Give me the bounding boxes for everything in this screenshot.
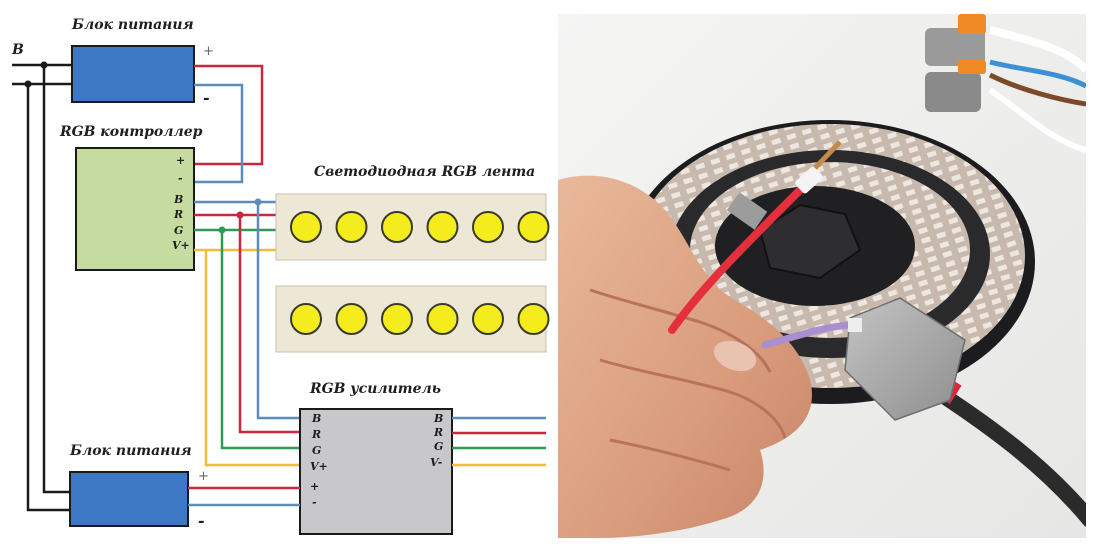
psu-bottom-plus: + [198, 469, 209, 484]
controller-pin-r: R [173, 208, 183, 221]
led-1-5 [472, 211, 504, 243]
wiring-diagram: B Блок питания + - RGB контроллер + - B … [11, 17, 550, 535]
amplifier-input-wires [204, 202, 300, 467]
psu-top-label: Блок питания [71, 17, 194, 33]
controller-pin-b: B [173, 193, 183, 206]
amplifier-out-pin-vminus: V- [430, 456, 443, 469]
red-wire [668, 186, 804, 334]
junction-dot [254, 198, 262, 206]
amplifier-out-pin-b: B [433, 412, 443, 425]
wire-psu-top-plus [194, 64, 264, 166]
amplifier-out-pin-g: G [434, 440, 443, 453]
junction-dot [40, 61, 48, 69]
led-2-5 [472, 303, 504, 335]
psu-bottom-minus: - [198, 511, 205, 530]
junction-dot [236, 211, 244, 219]
led-1-6 [517, 211, 550, 243]
led-1-4 [426, 211, 459, 243]
psu-top-plus: + [203, 44, 214, 59]
controller-label: RGB контроллер [59, 124, 203, 140]
amplifier-in-pin-vplus: V+ [310, 460, 328, 473]
input-label: B [11, 42, 24, 58]
led-2-2 [335, 303, 368, 335]
amplifier-out-pin-r: R [433, 426, 443, 439]
led-2-4 [426, 303, 459, 335]
junction-dot [218, 226, 226, 234]
amplifier-pin-plus: + [310, 480, 319, 493]
wire-psu-top-minus [194, 83, 244, 184]
ferrule-icon [795, 166, 823, 194]
psu-top-box [71, 45, 195, 103]
led-2-3 [381, 303, 413, 335]
amplifier-pin-minus: - [312, 496, 317, 509]
controller-output-wires [194, 200, 276, 252]
psu-bottom-box [69, 471, 189, 527]
black-cable [927, 382, 1086, 527]
controller-pin-vplus: V+ [172, 239, 190, 252]
amplifier-output-wires [452, 416, 546, 467]
led-1-3 [381, 211, 413, 243]
grey-connector-icon [844, 297, 966, 421]
amplifier-in-pin-g: G [312, 444, 321, 457]
controller-box [75, 147, 195, 271]
input-wires [12, 63, 72, 512]
controller-pin-minus: - [178, 172, 183, 185]
controller-pin-g: G [174, 224, 183, 237]
amplifier-label: RGB усилитель [309, 381, 441, 397]
led-strips [275, 193, 550, 353]
led-2-1 [290, 303, 322, 335]
junction-dot [24, 80, 32, 88]
led-1-1 [290, 211, 322, 243]
wago-connector-icon [925, 14, 1086, 153]
amplifier-box [299, 408, 453, 535]
led-1-2 [335, 211, 368, 243]
hand [558, 175, 812, 538]
led-2-6 [517, 303, 550, 335]
strip-label: Светодиодная RGB лента [314, 164, 535, 180]
controller-pin-plus: + [176, 154, 185, 167]
amplifier-in-pin-r: R [311, 428, 321, 441]
psu-top-minus: - [203, 88, 210, 107]
psu-bottom-label: Блок питания [69, 443, 192, 459]
photo-panel [558, 14, 1086, 538]
purple-wire [761, 321, 859, 349]
amplifier-in-pin-b: B [311, 412, 321, 425]
